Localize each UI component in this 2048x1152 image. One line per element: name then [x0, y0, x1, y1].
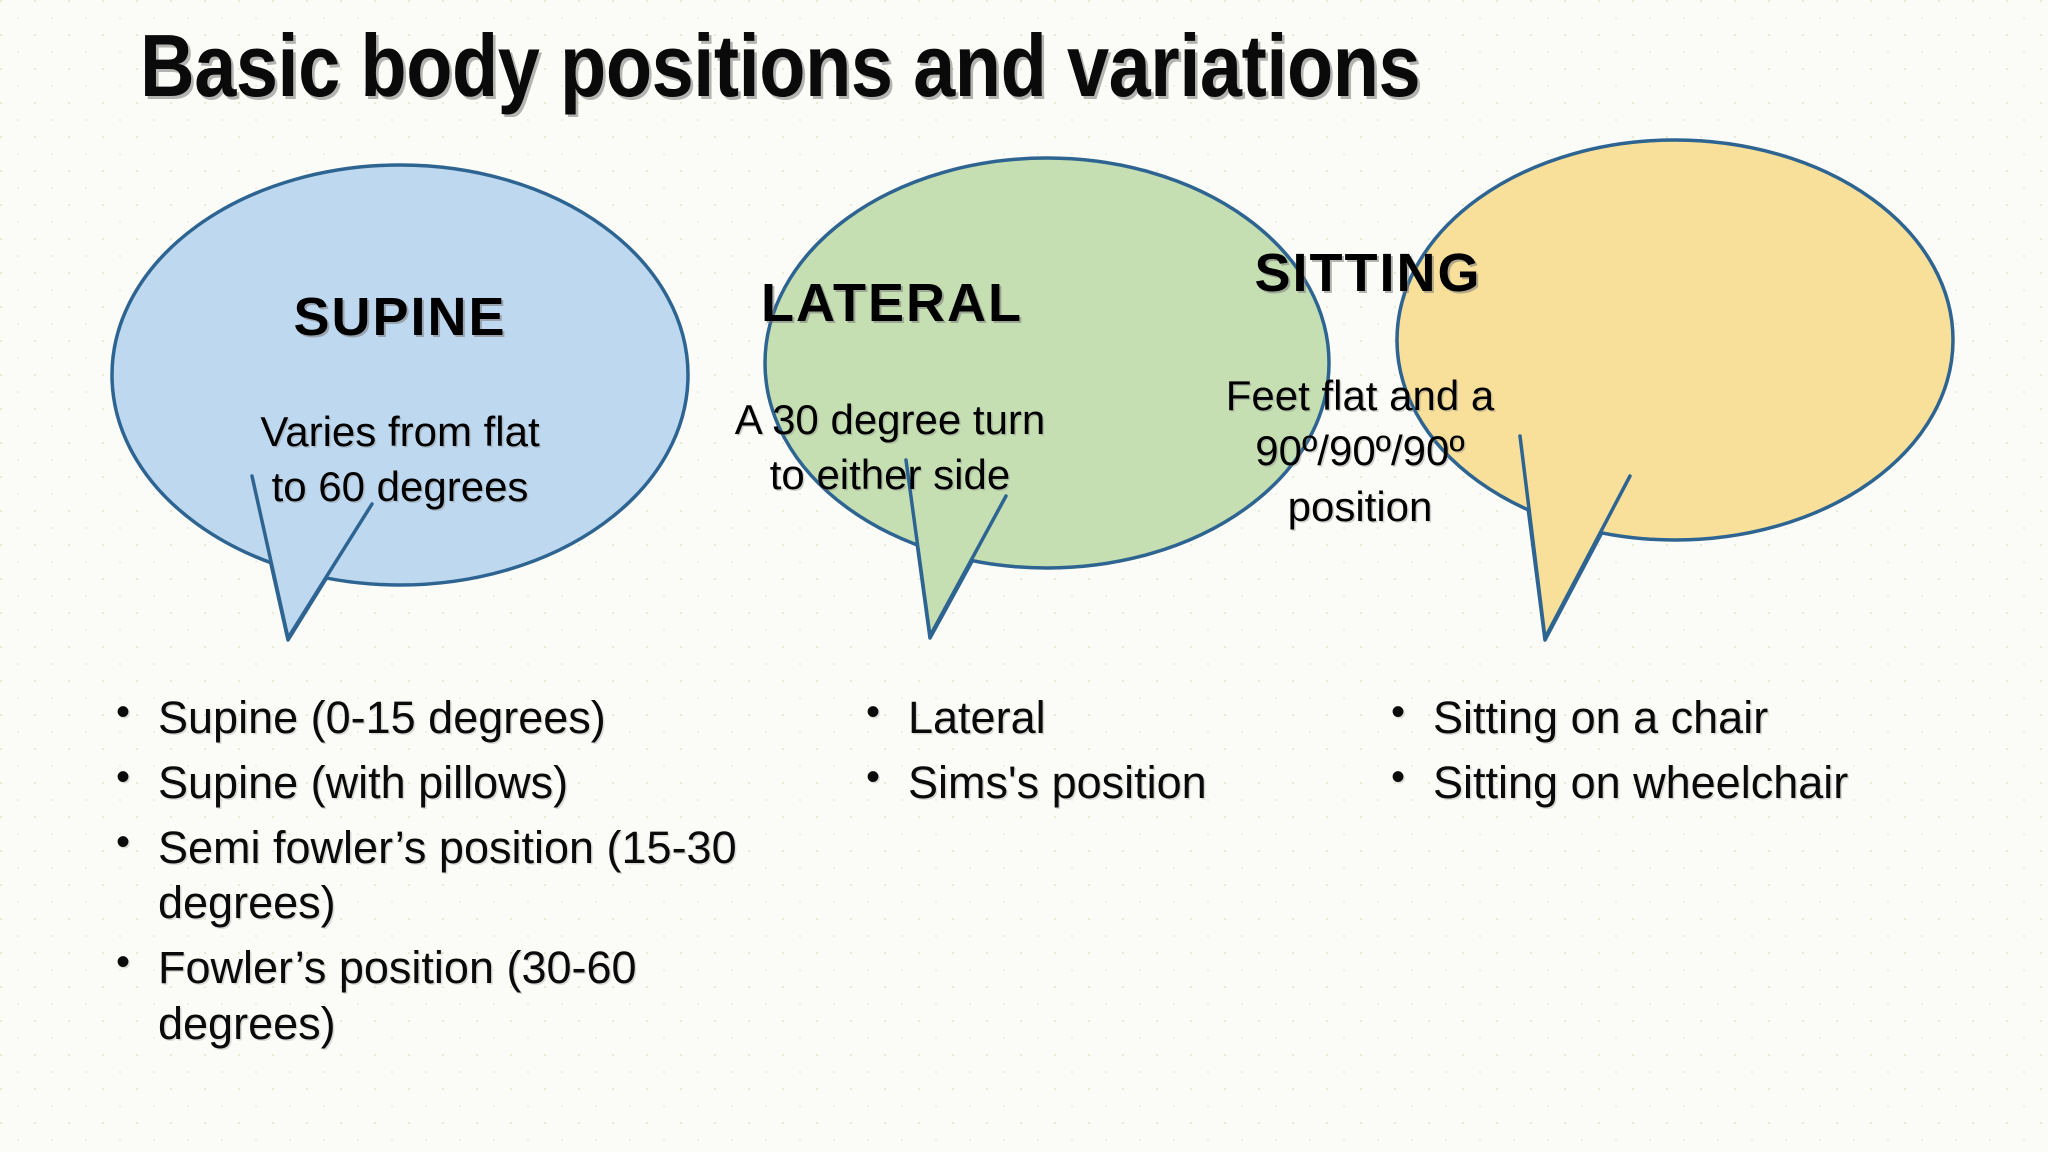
bullet-list-supine: Supine (0-15 degrees) Supine (with pillo… — [110, 688, 800, 1061]
bubble-heading-supine: SUPINE — [180, 286, 620, 348]
bubble-body-sitting-line1: Feet flat and a — [1225, 372, 1495, 419]
list-item: Semi fowler’s position (15-30 degrees) — [110, 818, 800, 932]
bubble-body-supine-line2: to 60 degrees — [271, 463, 529, 511]
list-item: Lateral — [860, 688, 1380, 746]
list-item: Sitting on wheelchair — [1385, 753, 2005, 811]
bubble-heading-supine-label: SUPINE — [293, 287, 507, 347]
page-title: Basic body positions and variations — [140, 16, 1421, 115]
bubble-body-supine: Varies from flat to 60 degrees — [170, 404, 630, 515]
bubble-shape-lateral — [763, 156, 1331, 640]
list-item: Fowler’s position (30-60 degrees) — [110, 938, 800, 1052]
list-item: Supine (0-15 degrees) — [110, 688, 800, 746]
bubble-body-lateral-line2: to either side — [769, 451, 1011, 499]
bubble-body-sitting-line2: 90º/90º/90º — [1255, 427, 1465, 475]
list-item: Supine (with pillows) — [110, 753, 800, 811]
bubble-shape-supine — [110, 163, 690, 642]
bubble-body-lateral: A 30 degree turn to either side — [660, 392, 1120, 503]
bubble-body-sitting-line3: position — [1287, 482, 1433, 530]
list-item: Sims's position — [860, 753, 1380, 811]
bubble-heading-lateral: LATERAL — [672, 272, 1112, 334]
bubble-body-supine-line1: Varies from flat — [260, 408, 540, 455]
bubble-heading-sitting: SITTING — [1148, 242, 1588, 304]
bubble-body-lateral-line1: A 30 degree turn — [734, 396, 1046, 443]
list-item: Sitting on a chair — [1385, 688, 2005, 746]
bubble-body-sitting: Feet flat and a 90º/90º/90º position — [1130, 368, 1590, 534]
bubble-shape-sitting — [1395, 138, 1955, 642]
bubble-heading-sitting-label: SITTING — [1254, 243, 1482, 303]
bullet-list-lateral: Lateral Sims's position — [860, 688, 1380, 820]
bullet-list-sitting: Sitting on a chair Sitting on wheelchair — [1385, 688, 2005, 820]
bubble-heading-lateral-label: LATERAL — [761, 273, 1023, 333]
